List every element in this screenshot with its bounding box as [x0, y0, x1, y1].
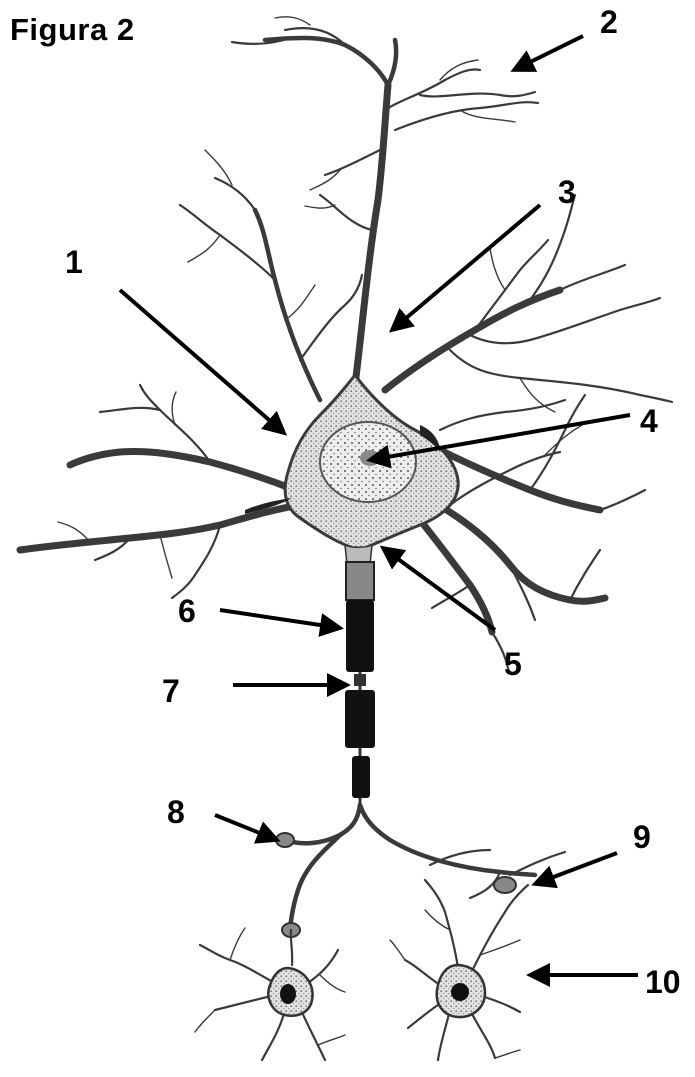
target-neuron-left [195, 928, 345, 1060]
apical-dendrite [232, 17, 538, 385]
label-9: 9 [633, 819, 651, 855]
node-of-ranvier [354, 674, 366, 686]
label-3: 3 [558, 174, 576, 210]
myelin-sheath-1 [346, 600, 374, 672]
arrow-2 [514, 36, 583, 70]
label-1: 1 [65, 244, 83, 280]
left-dendrites [20, 385, 300, 598]
target-neuron-left-nucleus [280, 984, 296, 1004]
target-neuron-right [390, 880, 528, 1060]
arrow-6 [220, 610, 340, 628]
main-neuron [20, 17, 672, 937]
label-4: 4 [640, 403, 658, 439]
label-7: 7 [162, 673, 180, 709]
synaptic-terminal-right [494, 877, 516, 893]
axon-terminals [276, 805, 565, 937]
label-2: 2 [600, 4, 618, 40]
arrow-8 [215, 815, 277, 840]
myelin-sheath-2 [345, 690, 375, 748]
label-5: 5 [504, 646, 522, 682]
axon [345, 562, 375, 810]
arrow-5 [383, 548, 495, 630]
target-neuron-right-nucleus [451, 983, 469, 1001]
myelin-sheath-3 [352, 756, 370, 798]
label-10: 10 [645, 964, 681, 1000]
label-8: 8 [167, 794, 185, 830]
right-dendrites [420, 395, 645, 668]
arrow-3 [392, 205, 540, 330]
arrow-1 [120, 290, 284, 433]
label-6: 6 [178, 593, 196, 629]
upper-left-dendrites [180, 150, 362, 400]
synaptic-terminal-left [276, 833, 294, 847]
myelin-sheath-initial [346, 562, 374, 600]
upper-right-dendrites [385, 195, 672, 412]
